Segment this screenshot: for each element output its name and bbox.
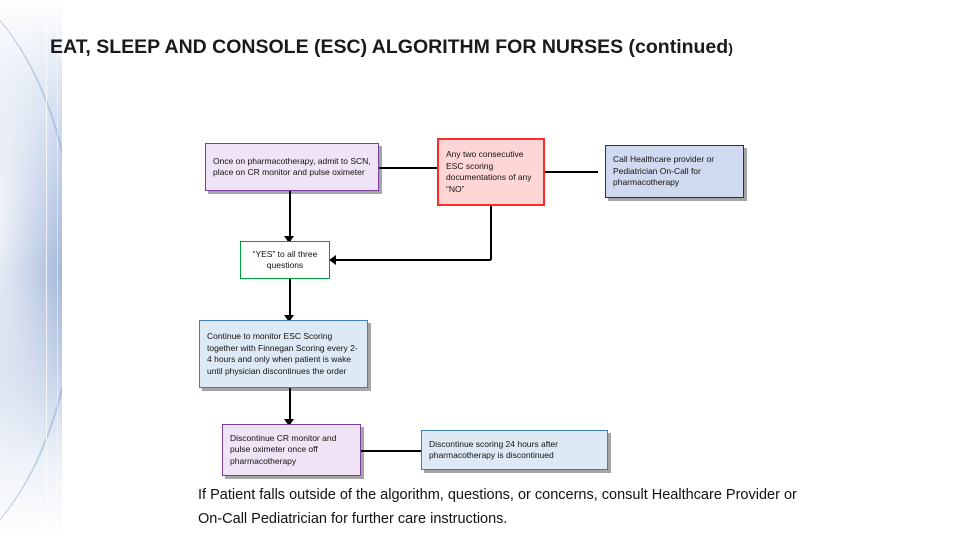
box-any-two-consecutive: Any two consecutive ESC scoring document… xyxy=(437,138,545,206)
connector-continue-to-disc-cr xyxy=(289,388,291,424)
box-discontinue-cr-monitor: Discontinue CR monitor and pulse oximete… xyxy=(222,424,361,476)
footer-note: If Patient falls outside of the algorith… xyxy=(198,487,797,527)
connector-anytwo-to-yes xyxy=(336,259,491,261)
box-discontinue-scoring-text: Discontinue scoring 24 hours after pharm… xyxy=(429,438,558,461)
box-continue-monitor-text: Continue to monitor ESC Scoring together… xyxy=(207,331,358,376)
page-title: EAT, SLEEP AND CONSOLE (ESC) ALGORITHM F… xyxy=(50,36,930,59)
box-pharmacotherapy-admit-text: Once on pharmacotherapy, admit to SCN, p… xyxy=(213,155,371,178)
box-yes-all-three: “YES” to all three questions xyxy=(240,241,330,279)
arrowhead-continue-to-disc-cr xyxy=(284,419,294,426)
connector-anytwo-down xyxy=(490,206,492,260)
arrowhead-pharm-to-yes xyxy=(284,236,294,243)
connector-pharm-to-anytwo xyxy=(379,167,437,169)
decorative-line-1 xyxy=(46,0,47,540)
page-title-main: EAT, SLEEP AND CONSOLE (ESC) ALGORITHM F… xyxy=(50,36,729,58)
box-call-healthcare-provider: Call Healthcare provider or Pediatrician… xyxy=(605,145,744,198)
box-discontinue-cr-monitor-text: Discontinue CR monitor and pulse oximete… xyxy=(230,432,337,466)
box-continue-monitor: Continue to monitor ESC Scoring together… xyxy=(199,320,368,388)
box-discontinue-scoring: Discontinue scoring 24 hours after pharm… xyxy=(421,430,608,470)
box-call-healthcare-provider-text: Call Healthcare provider or Pediatrician… xyxy=(613,154,715,188)
box-pharmacotherapy-admit: Once on pharmacotherapy, admit to SCN, p… xyxy=(205,143,379,191)
connector-disccr-to-disc24 xyxy=(361,450,421,452)
decorative-side-band xyxy=(0,0,62,540)
decorative-line-2 xyxy=(57,0,58,540)
connector-anytwo-to-call xyxy=(545,171,598,173)
arrowhead-anytwo-to-yes xyxy=(329,255,336,265)
connector-pharm-to-yes xyxy=(289,191,291,241)
page-title-tail: ) xyxy=(728,40,733,56)
box-any-two-consecutive-text: Any two consecutive ESC scoring document… xyxy=(446,149,532,194)
connector-yes-to-continue xyxy=(289,279,291,320)
arrowhead-yes-to-continue xyxy=(284,315,294,322)
box-yes-all-three-text: “YES” to all three questions xyxy=(252,248,318,271)
